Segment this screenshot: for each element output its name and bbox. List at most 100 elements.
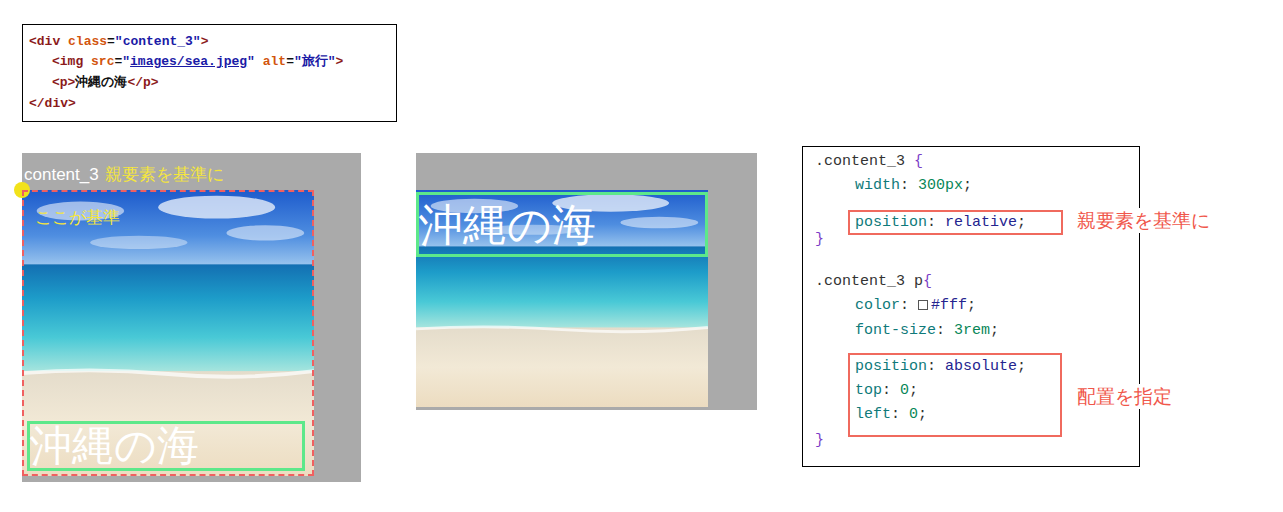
code-token bbox=[905, 153, 914, 170]
code-token: </p bbox=[127, 75, 150, 90]
code-token: <p bbox=[52, 75, 68, 90]
code-token: ; bbox=[909, 382, 918, 399]
parent-element: content_3 親要素を基準にここが基準沖縄の海 bbox=[22, 153, 361, 482]
code-token bbox=[936, 358, 945, 375]
code-token bbox=[60, 34, 68, 49]
code-token: left bbox=[855, 406, 891, 423]
code-token: ; bbox=[963, 177, 972, 194]
sea-photo bbox=[22, 190, 314, 476]
text-box: 沖縄の海 bbox=[416, 192, 708, 257]
code-token: : bbox=[882, 382, 891, 399]
code-token: ; bbox=[1017, 358, 1026, 375]
code-token: > bbox=[68, 96, 76, 111]
code-token: alt bbox=[263, 54, 286, 69]
code-token: #fff bbox=[931, 297, 967, 314]
code-token: src bbox=[91, 54, 114, 69]
code-token: } bbox=[815, 231, 824, 248]
code-token: relative bbox=[945, 214, 1017, 231]
code-token: " bbox=[122, 54, 130, 69]
code-token: class bbox=[68, 34, 107, 49]
code-token: > bbox=[336, 54, 344, 69]
code-token: : bbox=[927, 214, 936, 231]
code-token: 沖縄の海 bbox=[75, 75, 127, 90]
highlight-box: position: absolute;top: 0;left: 0; bbox=[848, 353, 1062, 437]
code-token: ; bbox=[967, 297, 976, 314]
code-token: " bbox=[247, 54, 255, 69]
code-token: { bbox=[914, 153, 923, 170]
code-box: <div class="content_3"><img src="images/… bbox=[22, 24, 397, 122]
code-line: </div> bbox=[29, 95, 76, 113]
code-token: > bbox=[68, 75, 76, 90]
annotation: 親要素を基準に bbox=[105, 165, 224, 184]
code-token: : bbox=[936, 322, 945, 339]
code-token: : bbox=[927, 358, 936, 375]
code-token bbox=[900, 406, 909, 423]
reference-box: ここが基準沖縄の海 bbox=[22, 190, 314, 476]
code-token: color bbox=[855, 297, 900, 314]
code-line: color: #fff; bbox=[855, 294, 976, 318]
box-text: 沖縄の海 bbox=[419, 200, 596, 250]
heading-row: content_3 親要素を基準に bbox=[24, 164, 224, 186]
code-token bbox=[945, 322, 954, 339]
box-text: ここが基準 bbox=[35, 207, 120, 229]
code-token: = bbox=[107, 34, 115, 49]
highlight-box: position: relative; bbox=[848, 210, 1063, 235]
code-token: absolute bbox=[945, 358, 1017, 375]
code-token: > bbox=[151, 75, 159, 90]
code-line: position: absolute; bbox=[855, 355, 1026, 379]
box-text: 沖縄の海 bbox=[30, 424, 199, 468]
code-line: .content_3 { bbox=[815, 150, 923, 174]
code-token: = bbox=[114, 54, 122, 69]
code-token: <img bbox=[52, 54, 83, 69]
code-line: <p>沖縄の海</p> bbox=[52, 74, 159, 92]
code-line: font-size: 3rem; bbox=[855, 319, 999, 343]
sea-photo bbox=[416, 190, 708, 407]
code-line: width: 300px; bbox=[855, 174, 972, 198]
code-line: } bbox=[815, 429, 824, 453]
code-token: <div bbox=[29, 34, 60, 49]
code-token: images/sea.jpeg bbox=[130, 54, 247, 69]
code-token: width bbox=[855, 177, 900, 194]
code-token: ; bbox=[1017, 214, 1026, 231]
code-token: </div bbox=[29, 96, 68, 111]
code-token: 0 bbox=[900, 382, 909, 399]
code-line: .content_3 p{ bbox=[815, 270, 932, 294]
code-line: <div class="content_3"> bbox=[29, 33, 209, 51]
code-line: position: relative; bbox=[855, 212, 1026, 233]
code-token: : bbox=[891, 406, 900, 423]
code-token: 300px bbox=[918, 177, 963, 194]
callout-note: 配置を指定 bbox=[1075, 384, 1174, 409]
code-token: ; bbox=[918, 406, 927, 423]
code-token: 0 bbox=[909, 406, 918, 423]
code-token: = bbox=[286, 54, 294, 69]
code-token: position bbox=[855, 214, 927, 231]
code-token bbox=[83, 54, 91, 69]
element-name: content_3 bbox=[24, 165, 99, 184]
code-token bbox=[909, 297, 918, 314]
code-token: top bbox=[855, 382, 882, 399]
code-line: } bbox=[815, 228, 824, 252]
code-token: .content_3 p bbox=[815, 273, 923, 290]
callout-note: 親要素を基準に bbox=[1075, 208, 1212, 233]
code-token bbox=[891, 382, 900, 399]
code-token: "content_3" bbox=[115, 34, 201, 49]
code-token: { bbox=[923, 273, 932, 290]
code-token: : bbox=[900, 177, 909, 194]
code-line: left: 0; bbox=[855, 403, 927, 427]
parent-panel bbox=[416, 153, 757, 410]
code-line: top: 0; bbox=[855, 379, 918, 403]
code-line: <img src="images/sea.jpeg" alt="旅行"> bbox=[52, 53, 343, 71]
code-token bbox=[255, 54, 263, 69]
code-token bbox=[909, 177, 918, 194]
code-token: position bbox=[855, 358, 927, 375]
code-token: ; bbox=[990, 322, 999, 339]
text-box: 沖縄の海 bbox=[27, 421, 305, 471]
code-token: "旅行" bbox=[294, 54, 336, 69]
code-box: .content_3 {width: 300px;}.content_3 p{c… bbox=[802, 146, 1140, 467]
code-token: > bbox=[201, 34, 209, 49]
code-token: : bbox=[900, 297, 909, 314]
code-token: font-size bbox=[855, 322, 936, 339]
code-token: } bbox=[815, 432, 824, 449]
code-token bbox=[936, 214, 945, 231]
code-token: 3rem bbox=[954, 322, 990, 339]
